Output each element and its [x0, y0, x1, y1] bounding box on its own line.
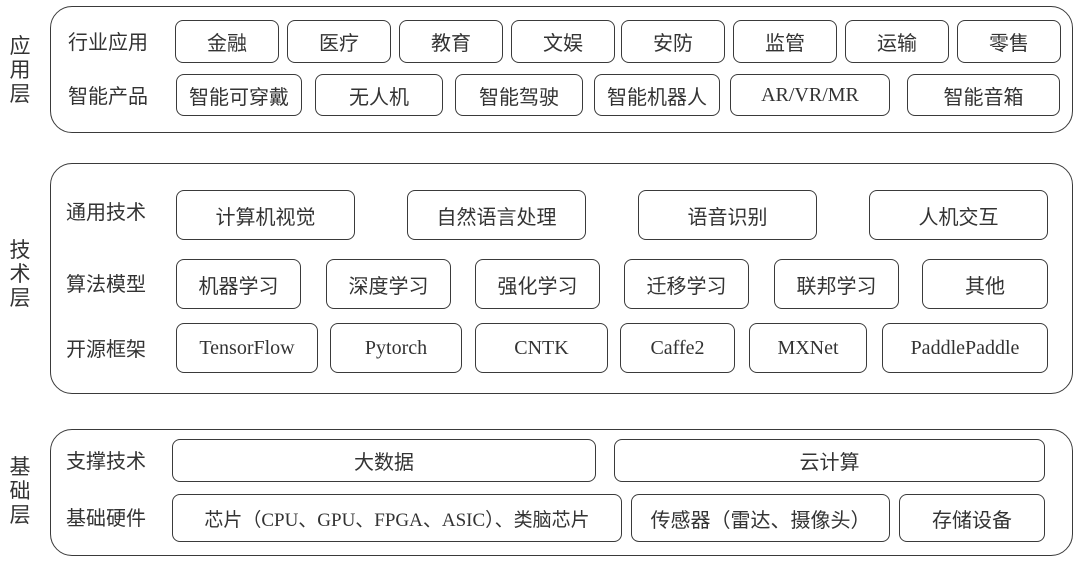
industry-item: 教育 [399, 20, 503, 63]
hardware-item: 传感器（雷达、摄像头） [631, 494, 890, 542]
framework-item: Pytorch [330, 323, 462, 373]
row-label-smart-products: 智能产品 [68, 84, 148, 108]
framework-item: MXNet [749, 323, 867, 373]
layer-title-foundation: 基础层 [7, 455, 33, 527]
product-item: 无人机 [315, 74, 443, 116]
algorithm-item: 深度学习 [326, 259, 451, 309]
row-label-industry: 行业应用 [68, 30, 148, 54]
supporting-tech-item: 云计算 [614, 439, 1045, 482]
product-item: AR/VR/MR [730, 74, 890, 116]
row-label-open-source-frameworks: 开源框架 [66, 337, 146, 361]
industry-item: 金融 [175, 20, 279, 63]
layer-title-char: 应用层 [9, 34, 31, 106]
industry-item: 安防 [621, 20, 725, 63]
industry-item: 运输 [845, 20, 949, 63]
product-item: 智能音箱 [907, 74, 1060, 116]
technology-layer-frame [50, 163, 1073, 394]
general-tech-item: 计算机视觉 [176, 190, 355, 240]
algorithm-item: 机器学习 [176, 259, 301, 309]
framework-item: PaddlePaddle [882, 323, 1048, 373]
layer-title-technology: 技术层 [7, 238, 33, 310]
foundation-layer-frame [50, 429, 1073, 556]
general-tech-item: 语音识别 [638, 190, 817, 240]
application-layer-frame [50, 6, 1073, 133]
industry-item: 监管 [733, 20, 837, 63]
product-item: 智能驾驶 [455, 74, 583, 116]
framework-item: TensorFlow [176, 323, 318, 373]
product-item: 智能可穿戴 [176, 74, 302, 116]
industry-item: 文娱 [511, 20, 615, 63]
algorithm-item: 联邦学习 [774, 259, 899, 309]
hardware-item: 存储设备 [899, 494, 1045, 542]
layer-title-application: 应用层 [7, 34, 33, 106]
algorithm-item: 其他 [922, 259, 1048, 309]
product-item: 智能机器人 [594, 74, 720, 116]
industry-item: 零售 [957, 20, 1061, 63]
layer-title-char: 技术层 [9, 238, 31, 310]
hardware-item: 芯片（CPU、GPU、FPGA、ASIC）、类脑芯片 [172, 494, 622, 542]
framework-item: CNTK [475, 323, 608, 373]
industry-item: 医疗 [287, 20, 391, 63]
row-label-general-tech: 通用技术 [66, 200, 146, 224]
general-tech-item: 人机交互 [869, 190, 1048, 240]
framework-item: Caffe2 [620, 323, 735, 373]
general-tech-item: 自然语言处理 [407, 190, 586, 240]
row-label-basic-hardware: 基础硬件 [66, 506, 146, 530]
row-label-algorithm-models: 算法模型 [66, 272, 146, 296]
algorithm-item: 迁移学习 [624, 259, 749, 309]
row-label-supporting-tech: 支撑技术 [66, 449, 146, 473]
layer-title-char: 基础层 [9, 455, 31, 527]
supporting-tech-item: 大数据 [172, 439, 596, 482]
algorithm-item: 强化学习 [475, 259, 600, 309]
